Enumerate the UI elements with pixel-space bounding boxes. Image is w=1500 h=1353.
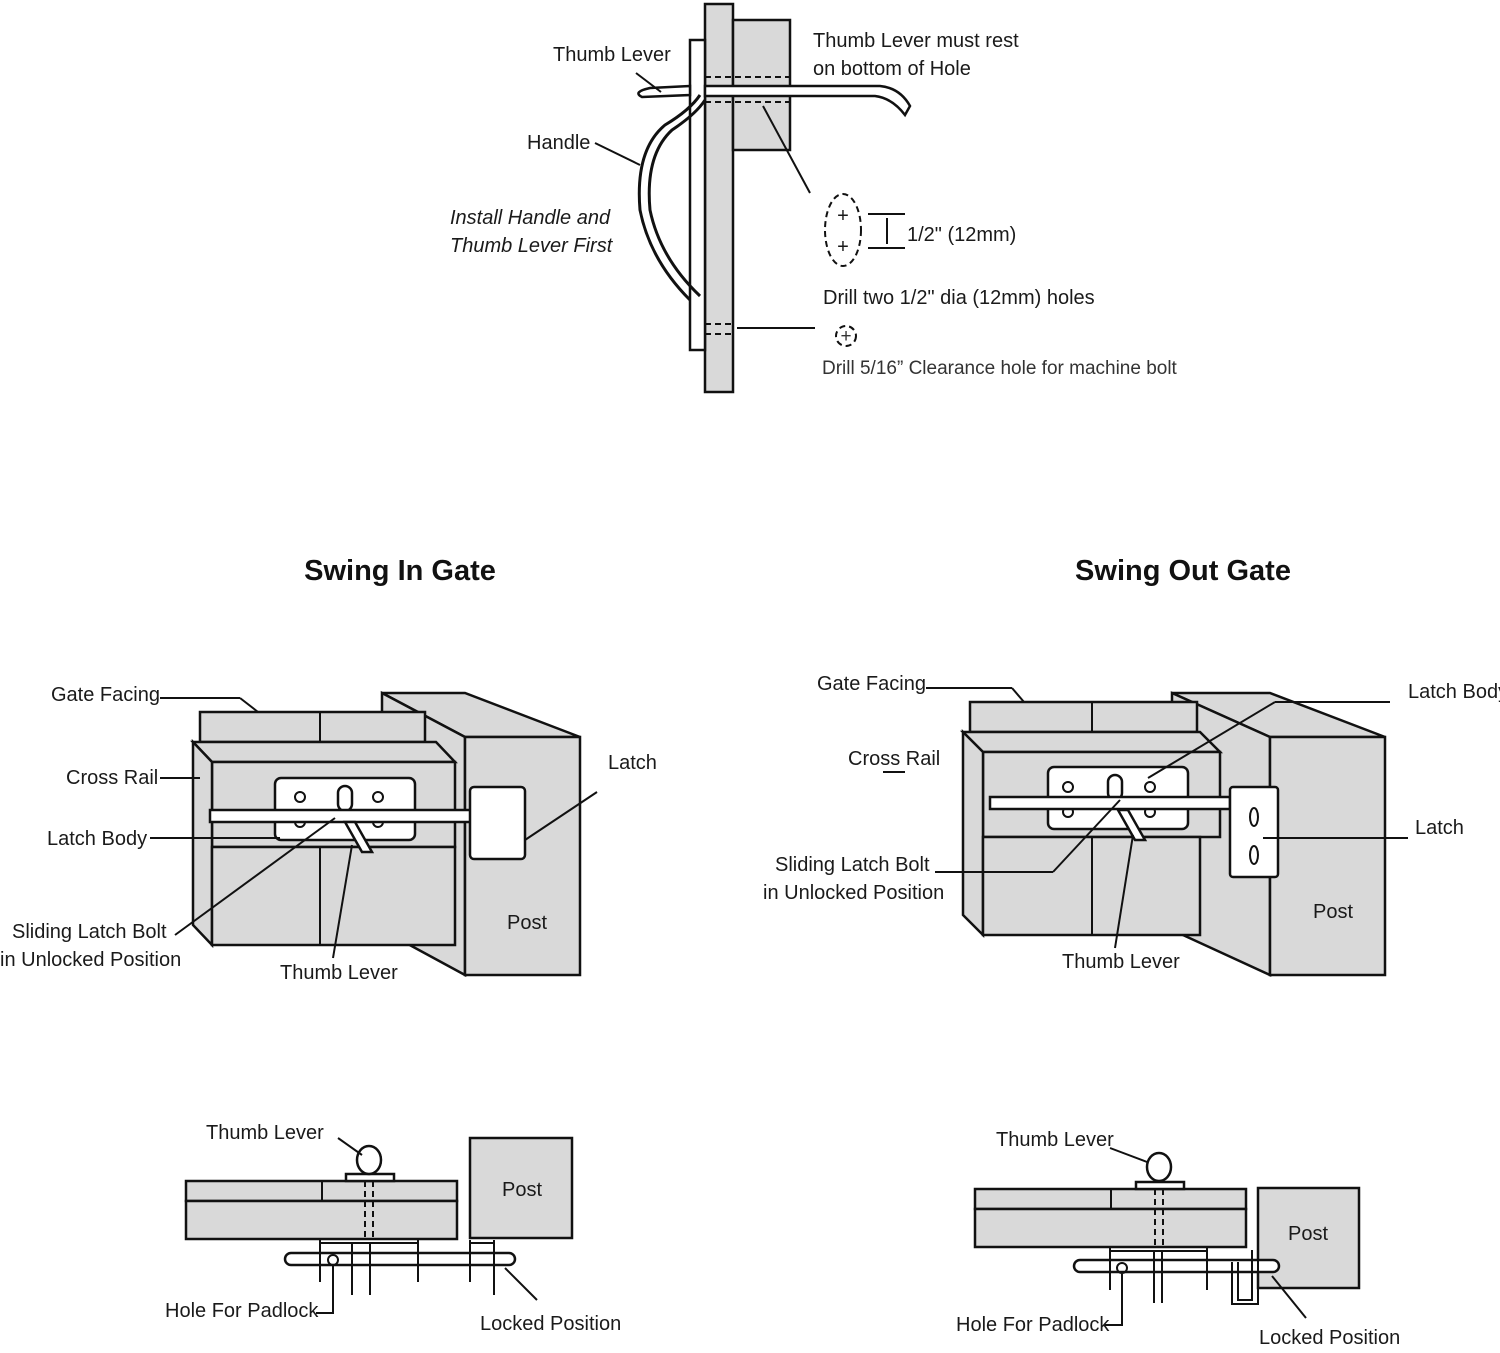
bolt-top-view xyxy=(1072,1258,1281,1274)
label-latch: Latch xyxy=(608,752,657,774)
hole-cross-bottom: + xyxy=(837,236,849,258)
swing-out-title: Swing Out Gate xyxy=(1075,555,1291,587)
label-latch-body: Latch Body xyxy=(1408,681,1500,703)
label-thumb-lever: Thumb Lever xyxy=(280,962,398,984)
lower-facing xyxy=(210,845,457,947)
label-latch-body: Latch Body xyxy=(47,828,147,850)
thumb-lever-3d xyxy=(342,820,375,854)
handle-grip xyxy=(637,94,702,302)
thumb-lever-knob xyxy=(355,1144,383,1176)
label-post: Post xyxy=(1288,1223,1328,1245)
label-thumb-lever: Thumb Lever xyxy=(206,1122,324,1144)
latch-body-top-view xyxy=(1109,1248,1208,1290)
gate-facing xyxy=(968,700,1199,734)
sliding-bolt xyxy=(208,808,512,824)
label-hole-spacing: 1/2" (12mm) xyxy=(907,224,1016,246)
keeper-top-view xyxy=(469,1240,495,1295)
label-post: Post xyxy=(1313,901,1353,923)
svg-text:+: + xyxy=(840,326,851,347)
post-section xyxy=(468,1136,574,1240)
swing-out-top-view: Thumb Lever Post Hole For Padlock Locked… xyxy=(956,1129,1400,1349)
label-thumb-lever: Thumb Lever xyxy=(553,44,671,66)
label-sliding-bolt-1: Sliding Latch Bolt xyxy=(12,921,167,943)
label-locked-position: Locked Position xyxy=(1259,1327,1400,1349)
label-gate-facing: Gate Facing xyxy=(817,673,926,695)
label-hole-for-padlock: Hole For Padlock xyxy=(956,1314,1110,1336)
swing-out-gate: Swing Out Gate Gate Facing Cross Rail xyxy=(763,555,1500,977)
gate-facing xyxy=(198,710,427,744)
thumb-lever-3d xyxy=(1115,808,1148,842)
handle-plate xyxy=(688,38,707,352)
hole-cross-top: + xyxy=(837,205,849,227)
label-install-first-1: Install Handle and xyxy=(450,207,611,229)
swing-in-title: Swing In Gate xyxy=(304,555,496,587)
label-rest-note-1: Thumb Lever must rest xyxy=(813,30,1019,52)
bolt-top-view xyxy=(283,1251,517,1267)
install-diagram: + + + Thumb Lever Handle Install Handle … xyxy=(450,2,1178,394)
label-post: Post xyxy=(507,912,547,934)
cross-rail-side xyxy=(961,728,985,939)
padlock-hole xyxy=(327,1254,339,1266)
label-drill-clearance: Drill 5/16” Clearance hole for machine b… xyxy=(822,358,1178,379)
label-thumb-lever: Thumb Lever xyxy=(996,1129,1114,1151)
slot-outline xyxy=(824,193,862,267)
label-latch: Latch xyxy=(1415,817,1464,839)
swing-in-top-view: Thumb Lever Post Hole For Padlock Locked… xyxy=(165,1122,621,1335)
label-hole-for-padlock: Hole For Padlock xyxy=(165,1300,319,1322)
latch-keeper xyxy=(1228,785,1280,879)
label-post: Post xyxy=(502,1179,542,1201)
label-sliding-bolt-2: in Unlocked Position xyxy=(763,882,944,904)
label-gate-facing: Gate Facing xyxy=(51,684,160,706)
cross-rail-top xyxy=(190,740,458,764)
clearance-hole xyxy=(835,325,857,347)
cross-rail-top xyxy=(959,730,1224,754)
gate-section xyxy=(973,1207,1248,1249)
label-handle: Handle xyxy=(527,132,590,154)
label-drill-two: Drill two 1/2" dia (12mm) holes xyxy=(823,287,1095,309)
label-cross-rail: Cross Rail xyxy=(66,767,158,789)
gate-section xyxy=(184,1199,459,1241)
label-locked-position: Locked Position xyxy=(480,1313,621,1335)
thumb-lever-bar xyxy=(703,84,912,118)
sliding-bolt xyxy=(988,795,1232,811)
label-sliding-bolt-1: Sliding Latch Bolt xyxy=(775,854,930,876)
post-front xyxy=(1268,735,1387,977)
label-thumb-lever: Thumb Lever xyxy=(1062,951,1180,973)
latch-keeper xyxy=(468,785,527,861)
thumb-lever-tab xyxy=(637,84,692,99)
swing-in-gate: Swing In Gate Gate Facing xyxy=(0,555,657,984)
label-rest-note-2: on bottom of Hole xyxy=(813,58,971,80)
label-sliding-bolt-2: in Unlocked Position xyxy=(0,949,181,971)
label-cross-rail: Cross Rail xyxy=(848,748,940,770)
label-install-first-2: Thumb Lever First xyxy=(450,235,614,257)
handle-grip-inner xyxy=(647,99,707,298)
keeper-top-view xyxy=(1231,1250,1259,1305)
padlock-hole xyxy=(1116,1262,1128,1274)
thumb-lever-knob xyxy=(1145,1151,1173,1183)
